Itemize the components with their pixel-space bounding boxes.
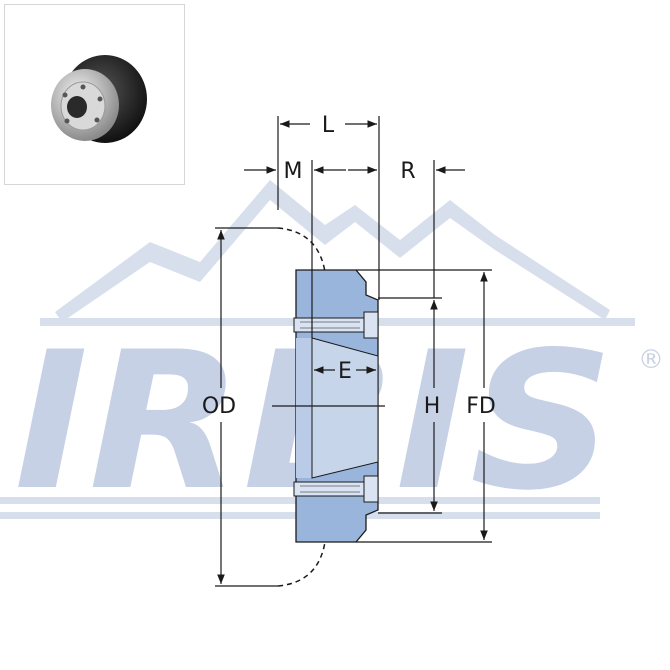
dim-label-l: L xyxy=(322,113,335,138)
coupling-product-image xyxy=(51,55,147,143)
dim-label-m: M xyxy=(284,159,303,184)
mountain-logo xyxy=(55,180,610,322)
top-bolt xyxy=(293,317,365,333)
dim-label-r: R xyxy=(400,159,415,184)
extension-lines xyxy=(215,116,492,587)
dimension-lines xyxy=(217,120,488,584)
product-thumbnail[interactable] xyxy=(4,4,185,185)
registered-mark: ® xyxy=(638,345,664,375)
dim-label-h: H xyxy=(424,394,441,419)
dim-label-e: E xyxy=(338,359,352,384)
dim-label-fd: FD xyxy=(466,394,496,419)
bottom-bolt xyxy=(293,481,365,497)
bore-hole xyxy=(67,96,87,118)
dim-label-od: OD xyxy=(202,394,236,419)
